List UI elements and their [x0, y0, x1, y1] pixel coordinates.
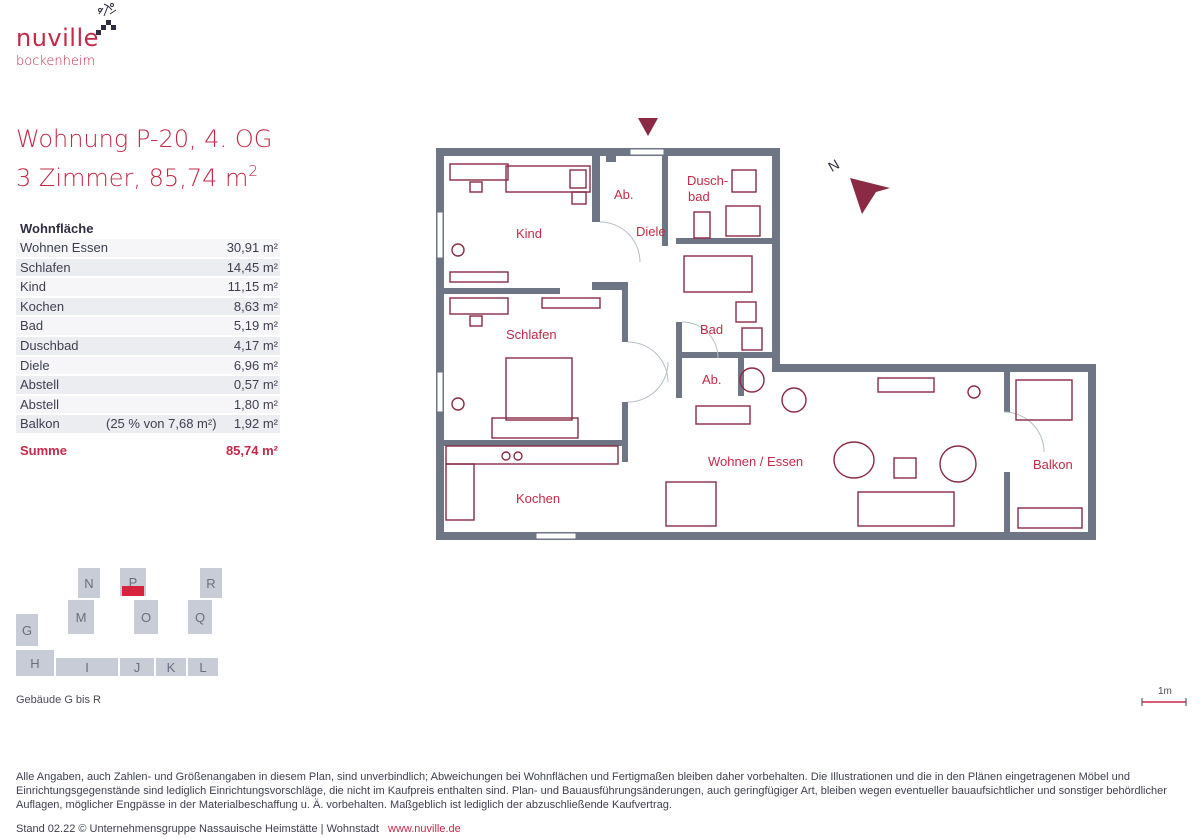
- floor-plan: Kind Ab. Diele Dusch- bad Bad Ab. Schlaf…: [436, 118, 1096, 540]
- room-label-duschbad-1: Dusch-: [687, 173, 728, 188]
- brand-location: bockenheim: [16, 54, 96, 69]
- area-sum-value: 85,74 m²: [225, 442, 278, 458]
- building-label: M: [75, 609, 87, 625]
- area-row-value: 30,91 m²: [226, 240, 278, 255]
- building-label: R: [206, 575, 216, 591]
- footer: Stand 02.22 © Unternehmensgruppe Nassaui…: [16, 823, 461, 835]
- area-row: Bad 5,19 m²: [16, 317, 280, 337]
- area-sum-row: Summe 85,74 m²: [16, 443, 280, 458]
- room-label-kochen: Kochen: [516, 491, 560, 506]
- area-row-value: 14,45 m²: [226, 259, 278, 275]
- building-n: N: [78, 568, 100, 598]
- building-label: Q: [194, 609, 206, 625]
- site-plan-caption: Gebäude G bis R: [16, 694, 101, 706]
- legal-disclaimer: Alle Angaben, auch Zahlen- und Größenang…: [16, 771, 1167, 811]
- area-row-label: Wohnen Essen: [20, 240, 108, 255]
- entrance-arrow-icon: [638, 118, 658, 136]
- area-row-label: Abstell: [20, 396, 60, 412]
- area-row-note: (25 % von 7,68 m²): [106, 416, 217, 432]
- room-label-abstell-2: Ab.: [702, 372, 722, 387]
- area-sum-label: Summe: [20, 442, 67, 458]
- area-row-value: 0,57 m²: [233, 377, 278, 393]
- website-link[interactable]: www.nuville.de: [388, 823, 461, 835]
- apartment-title: Wohnung P-20, 4. OG 3 Zimmer, 85,74 m2: [16, 123, 272, 194]
- north-arrow-icon: [850, 178, 890, 214]
- area-row-value: 6,96 m²: [233, 357, 278, 373]
- area-row-label: Balkon: [20, 416, 60, 432]
- brand-name: nuville: [16, 24, 99, 52]
- building-i: I: [56, 658, 118, 676]
- room-label-abstell-1: Ab.: [614, 187, 634, 202]
- site-plan-map: N P R M O Q G H I J K L Gebäude G bis R: [16, 566, 226, 706]
- area-row-label: Kind: [20, 279, 47, 295]
- room-label-balkon: Balkon: [1033, 457, 1073, 472]
- area-table-rows: Wohnen Essen 30,91 m² Schlafen 14,45 m² Kind…: [16, 239, 280, 435]
- area-row: Schlafen 14,45 m²: [16, 258, 280, 279]
- brand-mark-icon: [96, 3, 117, 35]
- apartment-title-line2: 3 Zimmer, 85,74 m2: [16, 155, 272, 194]
- building-q: Q: [188, 600, 212, 634]
- north-label: N: [825, 156, 842, 175]
- area-table: Wohnfläche Wohnen Essen 30,91 m² Schlafen 1…: [16, 219, 280, 458]
- area-row-value: 1,92 m²: [233, 416, 278, 432]
- area-row-value: 5,19 m²: [233, 318, 278, 334]
- room-label-diele: Diele: [636, 224, 666, 239]
- building-r: R: [200, 568, 222, 598]
- building-label: I: [85, 659, 89, 675]
- area-table-heading: Wohnfläche: [20, 221, 94, 236]
- highlight-apartment-marker: [122, 586, 144, 596]
- apartment-title-line1: Wohnung P-20, 4. OG: [16, 125, 273, 153]
- building-m: M: [68, 600, 94, 634]
- building-j: J: [120, 658, 154, 676]
- apartment-title-sup: 2: [248, 162, 258, 180]
- area-row: Duschbad 4,17 m²: [16, 336, 280, 357]
- building-g: G: [16, 614, 38, 646]
- area-row: Kochen 8,63 m²: [16, 297, 280, 318]
- area-row-label: Kochen: [20, 298, 65, 314]
- building-label: L: [199, 659, 207, 675]
- area-row-value: 8,63 m²: [233, 298, 278, 314]
- apartment-title-line2-text: 3 Zimmer, 85,74 m: [16, 164, 249, 192]
- area-row-label: Duschbad: [20, 337, 79, 353]
- area-row: Kind 11,15 m²: [16, 278, 280, 298]
- building-h: H: [16, 650, 54, 676]
- brand-logo: nuville bockenheim: [16, 2, 136, 72]
- area-row-value: 1,80 m²: [233, 396, 278, 412]
- building-label: K: [166, 659, 176, 675]
- building-label: N: [84, 575, 94, 591]
- area-row-value: 11,15 m²: [227, 279, 278, 295]
- area-row: Diele 6,96 m²: [16, 356, 280, 377]
- room-label-bad: Bad: [700, 322, 723, 337]
- area-row-label: Bad: [20, 318, 44, 334]
- building-label: J: [133, 659, 141, 675]
- building-l: L: [188, 658, 218, 676]
- room-label-duschbad-2: bad: [688, 189, 710, 204]
- area-row: Abstell 0,57 m²: [16, 376, 280, 396]
- area-row-value: 4,17 m²: [233, 337, 278, 353]
- area-row-label: Diele: [20, 357, 50, 373]
- scale-bar: 1m: [1140, 686, 1188, 708]
- room-label-schlafen: Schlafen: [506, 327, 557, 342]
- area-row-label: Schlafen: [20, 259, 71, 275]
- area-row: Wohnen Essen 30,91 m²: [16, 239, 280, 259]
- room-label-kind: Kind: [516, 226, 542, 241]
- scale-label: 1m: [1158, 686, 1172, 697]
- scale-line: [1141, 698, 1187, 706]
- building-label: G: [21, 622, 33, 638]
- building-label: P: [128, 574, 138, 590]
- area-row-label: Abstell: [20, 377, 60, 393]
- building-label: O: [140, 609, 152, 625]
- building-label: H: [30, 655, 40, 671]
- building-o: O: [134, 600, 158, 634]
- room-label-wohnen: Wohnen / Essen: [708, 454, 803, 469]
- area-row: Balkon (25 % von 7,68 m²) 1,92 m²: [16, 415, 280, 435]
- area-row: Abstell 1,80 m²: [16, 395, 280, 416]
- footer-text: Stand 02.22 © Unternehmensgruppe Nassaui…: [16, 823, 379, 835]
- building-k: K: [156, 658, 186, 676]
